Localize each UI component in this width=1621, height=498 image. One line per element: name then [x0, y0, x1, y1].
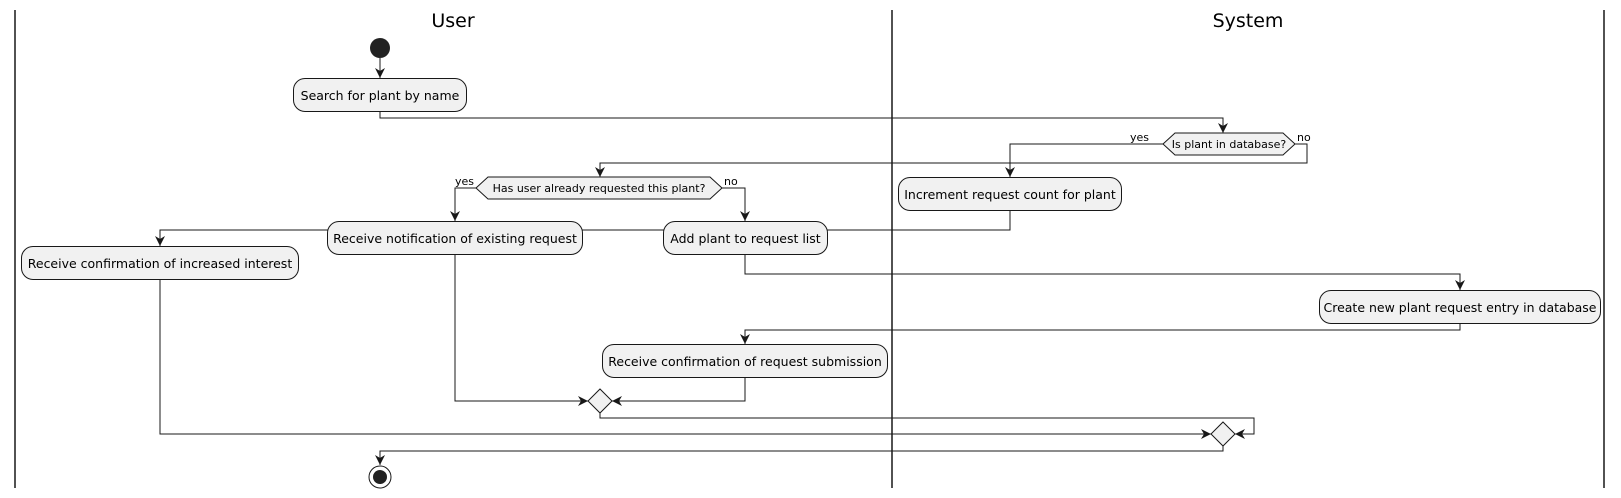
end-node: [368, 465, 392, 489]
edge-yes-to-increment: [1005, 143, 1163, 177]
edge-merge-to-final: [599, 413, 1255, 439]
activity-increment-count: Increment request count for plant: [898, 177, 1122, 211]
edge-final-to-end: [375, 446, 1224, 465]
edge-notify-to-merge: [454, 255, 588, 406]
edge-confirm-interest-to-final: [159, 280, 1211, 439]
edge-create-to-confirm-submission: [740, 324, 1461, 344]
activity-confirm-submission: Receive confirmation of request submissi…: [602, 344, 888, 378]
edge-no-to-user-decision: [595, 143, 1308, 177]
merge-diamond-user: [587, 388, 613, 414]
activity-confirm-interest: Receive confirmation of increased intere…: [21, 246, 299, 280]
edge-no-to-add: [722, 187, 750, 221]
lane-title-system: System: [1212, 10, 1284, 32]
branch-label-yes: yes: [1130, 131, 1150, 144]
merge-diamond-final: [1210, 421, 1236, 447]
decision-already-requested-label: Has user already requested this plant?: [492, 182, 706, 195]
activity-create-entry: Create new plant request entry in databa…: [1319, 290, 1601, 324]
edge-search-to-decision: [379, 112, 1228, 133]
edge-yes-to-notify: [450, 187, 476, 221]
start-node: [370, 38, 390, 58]
activity-search-plant: Search for plant by name: [293, 78, 467, 112]
decision-in-database-label: Is plant in database?: [1171, 138, 1287, 151]
activity-add-to-list: Add plant to request list: [663, 221, 828, 255]
activity-notify-existing: Receive notification of existing request: [327, 221, 583, 255]
branch-label-no: no: [724, 175, 738, 188]
lane-title-user: User: [431, 10, 475, 32]
edge-add-to-create: [744, 255, 1465, 290]
branch-label-yes: yes: [455, 175, 475, 188]
edge-confirm-submission-to-merge: [612, 378, 746, 406]
edge-increment-to-confirm-interest: [155, 211, 1011, 246]
branch-label-no: no: [1297, 131, 1311, 144]
